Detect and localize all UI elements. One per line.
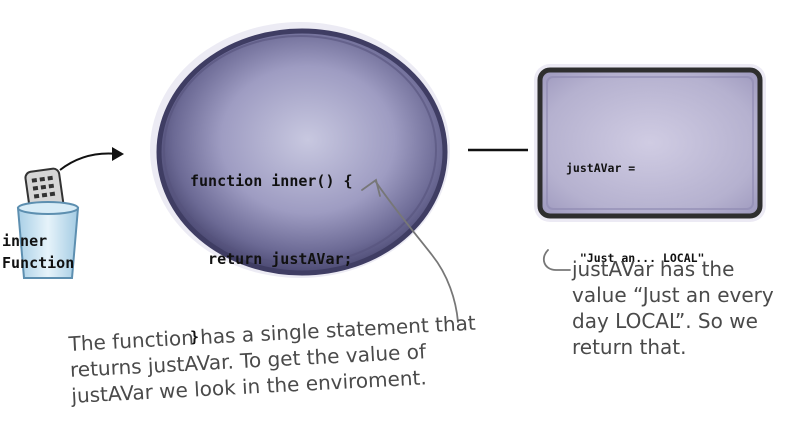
- function-code-line: function inner() {: [190, 172, 353, 190]
- function-code: function inner() { return justAVar; }: [190, 116, 353, 376]
- environment-code: justAVar = "Just an... LOCAL": [566, 93, 704, 303]
- function-note-pointer: [361, 178, 459, 323]
- environment-note-line: day LOCAL”. So we: [572, 309, 758, 333]
- variable-label: inner Function: [2, 230, 74, 274]
- variable-label-line: Function: [2, 254, 75, 272]
- environment-note-line: justAVar has the: [572, 257, 735, 281]
- variable-label-line: inner: [2, 232, 48, 250]
- environment-note: justAVar has the value “Just an every da…: [572, 256, 782, 360]
- environment-note-line: value “Just an every: [572, 283, 774, 307]
- environment-code-line: justAVar =: [566, 161, 636, 175]
- function-bubble: [150, 22, 450, 278]
- function-code-line: return justAVar;: [190, 250, 353, 268]
- environment-box: [534, 64, 766, 222]
- environment-note-line: return that.: [572, 335, 687, 359]
- cup-icon: [16, 201, 80, 279]
- environment-note-bracket: [542, 249, 571, 271]
- environment-code-line: "Just an... LOCAL": [566, 251, 705, 265]
- function-code-line: }: [190, 328, 200, 346]
- remote-arrow: [59, 147, 124, 171]
